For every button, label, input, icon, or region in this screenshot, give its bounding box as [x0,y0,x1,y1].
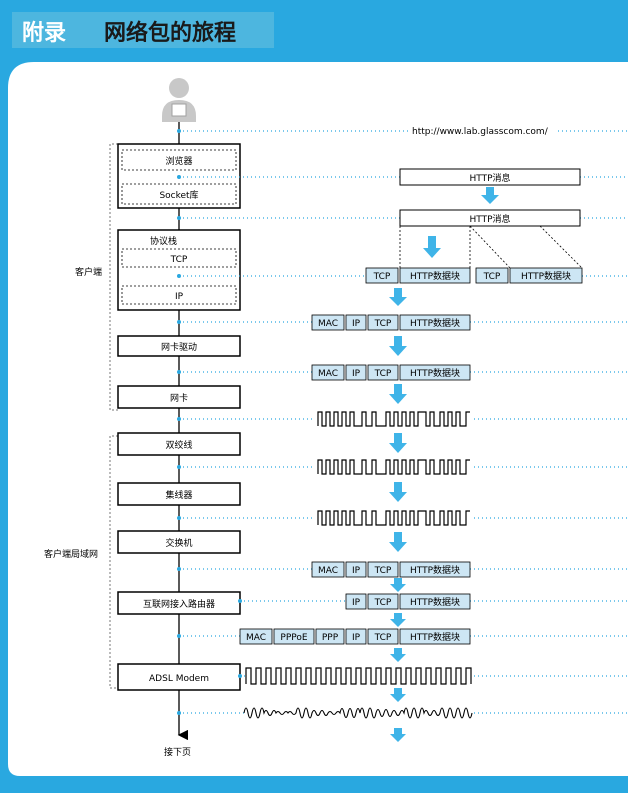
p3-ip: IP [352,369,361,379]
p3-chunk: HTTP数据块 [410,367,460,379]
p3-mac: MAC [318,369,338,379]
connector-dots [177,129,242,715]
p6-tcp: TCP [374,633,392,643]
connector-lines [179,130,628,714]
digital-signal-3 [317,510,470,526]
digital-signal-2 [317,459,470,475]
tcp-label: TCP [170,255,188,265]
client-lan-label: 客户端局域网 [44,548,98,560]
p2-chunk: HTTP数据块 [410,317,460,329]
p6-ppp: PPP [322,633,339,643]
flow-arrow-7 [389,482,407,502]
flow-arrow-9 [390,578,406,592]
digital-signal-1 [317,411,470,427]
hub-label: 集线器 [165,489,192,501]
packet-row-3: MAC IP TCP HTTP数据块 [311,364,471,381]
nic-driver-label: 网卡驱动 [161,341,197,353]
p4-ip: IP [352,566,361,576]
analog-signal [243,707,473,719]
router-label: 互联网接入路由器 [143,598,215,610]
split-lines [399,225,583,269]
flow-arrow-10 [390,613,406,627]
browser-box[interactable] [121,149,237,171]
title-bar [12,12,274,48]
p1-chunk-a: HTTP数据块 [410,270,460,282]
packet-row-1: TCP HTTP数据块 TCP HTTP数据块 [365,267,583,284]
p4-mac: MAC [318,566,338,576]
ip-box[interactable] [121,285,237,305]
http-message-1-box [399,168,581,186]
http-message-1-label: HTTP消息 [469,172,510,184]
flow-arrows [389,187,499,742]
p5-tcp: TCP [374,598,392,608]
p6-mac: MAC [246,633,266,643]
title-part1: 附录 [22,20,66,46]
p2-mac: MAC [318,319,338,329]
flow-arrow-4 [389,336,407,356]
flow-arrow-6 [389,433,407,453]
p6-ip: IP [352,633,361,643]
packet-row-6: MAC PPPoE PPP IP TCP HTTP数据块 [239,628,471,645]
p1-tcp-a: TCP [373,272,391,282]
nic-driver-box[interactable] [117,335,241,357]
hub-box[interactable] [117,482,241,506]
tcp-box[interactable] [121,248,237,268]
p6-pppoe: PPPoE [280,633,307,643]
p1-tcp-b: TCP [483,272,501,282]
nic-box[interactable] [117,385,241,409]
protocol-stack-label: 协议栈 [150,235,177,247]
client-lan-bracket [109,435,118,689]
flow-arrow-12 [390,688,406,702]
twisted-pair-box[interactable] [117,432,241,456]
ip-label: IP [175,292,184,302]
p6-chunk: HTTP数据块 [410,631,460,643]
http-message-2-box [399,209,581,227]
http-message-2-label: HTTP消息 [469,213,510,225]
flow-arrow-11 [390,648,406,662]
client-bracket [109,143,118,411]
browser-label: 浏览器 [165,155,192,167]
switch-label: 交换机 [165,537,192,549]
client-label: 客户端 [75,266,102,278]
flow-arrow-2 [423,236,441,258]
socket-lib-label: Socket库 [159,189,198,201]
p4-tcp: TCP [374,566,392,576]
flow-arrow-5 [389,384,407,404]
title-part2: 网络包的旅程 [104,20,236,46]
flow-arrow-13 [390,728,406,742]
packet-row-4: MAC IP TCP HTTP数据块 [311,561,471,578]
p1-chunk-b: HTTP数据块 [521,270,571,282]
twisted-pair-label: 双绞线 [165,439,192,451]
flow-arrow-1 [481,187,499,204]
socket-lib-box[interactable] [121,183,237,205]
p3-tcp: TCP [374,369,392,379]
digital-signal-4 [245,667,472,685]
p2-ip: IP [352,319,361,329]
next-page-label: 接下页 [164,746,191,758]
nic-label: 网卡 [170,392,188,404]
flow-arrow-3 [389,288,407,306]
flow-arrow-8 [389,532,407,552]
packet-row-5: IP TCP HTTP数据块 [345,593,471,610]
switch-box[interactable] [117,530,241,554]
p4-chunk: HTTP数据块 [410,564,460,576]
packet-row-2: MAC IP TCP HTTP数据块 [311,314,471,331]
p5-chunk: HTTP数据块 [410,596,460,608]
url-text: http://www.lab.glasscom.com/ [412,127,549,137]
p5-ip: IP [352,598,361,608]
user-icon [162,78,196,122]
p2-tcp: TCP [374,319,392,329]
modem-box[interactable] [117,663,241,691]
modem-label: ADSL Modem [149,674,209,684]
